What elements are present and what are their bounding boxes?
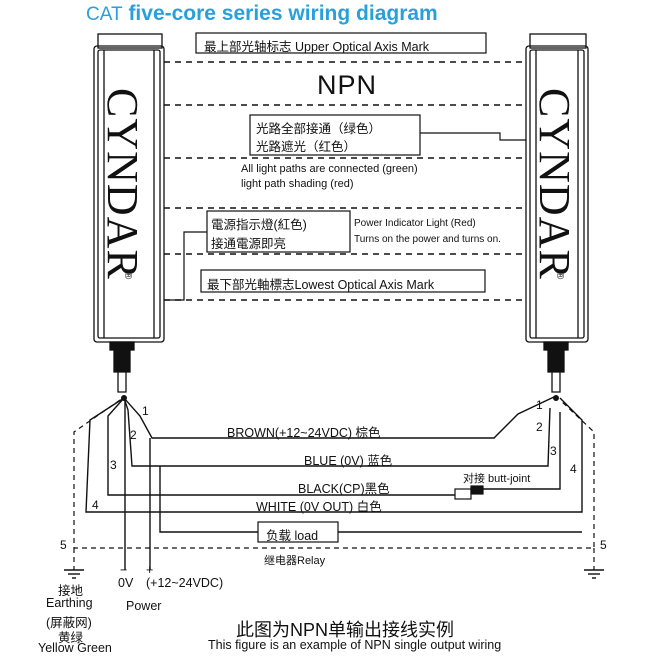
earth-label-en-2: Yellow Green (38, 641, 112, 655)
power-label-cn-1: 電源指示燈(紅色) (211, 218, 307, 232)
wire-number-2-right: 2 (536, 420, 543, 434)
earth-label-cn-3: 黄绿 (58, 631, 84, 645)
minus-sign: − (120, 563, 128, 577)
wire-number-5-left: 5 (60, 538, 67, 552)
caption-en: This figure is an example of NPN single … (208, 638, 502, 652)
diagram-title: CAT five-core series wiring diagram (86, 2, 438, 25)
lower-axis-box (200, 269, 486, 293)
label-boxes (195, 32, 487, 293)
brand-right: CYNDAR (530, 88, 579, 280)
wire-number-4-left: 4 (92, 498, 99, 512)
wire-blue-label: BLUE (0V) 蓝色 (304, 454, 393, 468)
green-label-en-1: All light paths are connected (green) (241, 163, 418, 175)
npn-label: NPN (317, 70, 378, 100)
power-label-cn-2: 接通電源即亮 (211, 237, 287, 251)
wire-number-5-right: 5 (600, 538, 607, 552)
optical-beams (164, 61, 526, 301)
butt-joint-connector (454, 485, 484, 500)
earth-label-cn-2: (屏蔽网) (46, 616, 92, 630)
load-label: 负载 load (266, 529, 319, 543)
leader-lines (164, 132, 526, 301)
wire-number-2-left: 2 (130, 428, 137, 442)
power-label-en-2: Turns on the power and turns on. (354, 234, 501, 245)
left-sensor-bar (93, 33, 165, 393)
load-box (257, 521, 339, 543)
power-label-en-1: Power Indicator Light (Red) (354, 218, 476, 229)
supply-voltage-label: (+12~24VDC) (146, 576, 224, 590)
green-label-cn-1: 光路全部接通（绿色） (256, 122, 382, 136)
wire-number-3-left: 3 (110, 458, 117, 472)
wire-black-label: BLACK(CP)黑色 (298, 482, 390, 496)
power-indicator-box (206, 210, 351, 253)
upper-axis-box (195, 32, 487, 54)
wire-number-1-left: 1 (142, 404, 149, 418)
wire-white-label: WHITE (0V OUT) 白色 (256, 500, 382, 514)
registered-mark-right: ® (554, 271, 566, 280)
green-label-cn-2: 光路遮光（红色） (256, 140, 357, 154)
wire-number-3-right: 3 (550, 444, 557, 458)
green-label-en-2: light path shading (red) (241, 178, 354, 190)
butt-joint-label: 对接 butt-joint (463, 473, 531, 485)
wire-brown-label: BROWN(+12~24VDC) 棕色 (227, 426, 381, 440)
upper-axis-label: 最上部光轴标志 Upper Optical Axis Mark (204, 40, 430, 54)
wire-number-4-right: 4 (570, 462, 577, 476)
lower-axis-label: 最下部光軸標志Lowest Optical Axis Mark (207, 278, 435, 292)
ground-symbol-right (584, 569, 604, 579)
relay-label: 继电器Relay (264, 555, 326, 567)
plus-sign: + (146, 563, 154, 577)
power-label: Power (126, 599, 162, 613)
caption-cn: 此图为NPN单输出接线实例 (236, 620, 455, 640)
brand-left: CYNDAR (98, 88, 147, 280)
earth-label-en: Earthing (46, 596, 93, 610)
green-indicator-box (249, 114, 421, 156)
wire-number-1-right: 1 (536, 398, 543, 412)
earth-label-cn: 接地 (58, 584, 84, 598)
ground-symbol-left (64, 569, 84, 579)
junction-dots (121, 395, 559, 401)
zero-v-label: 0V (118, 576, 134, 590)
shield-wires (73, 399, 595, 570)
registered-mark-left: ® (122, 271, 134, 280)
right-sensor-bar (525, 33, 589, 393)
